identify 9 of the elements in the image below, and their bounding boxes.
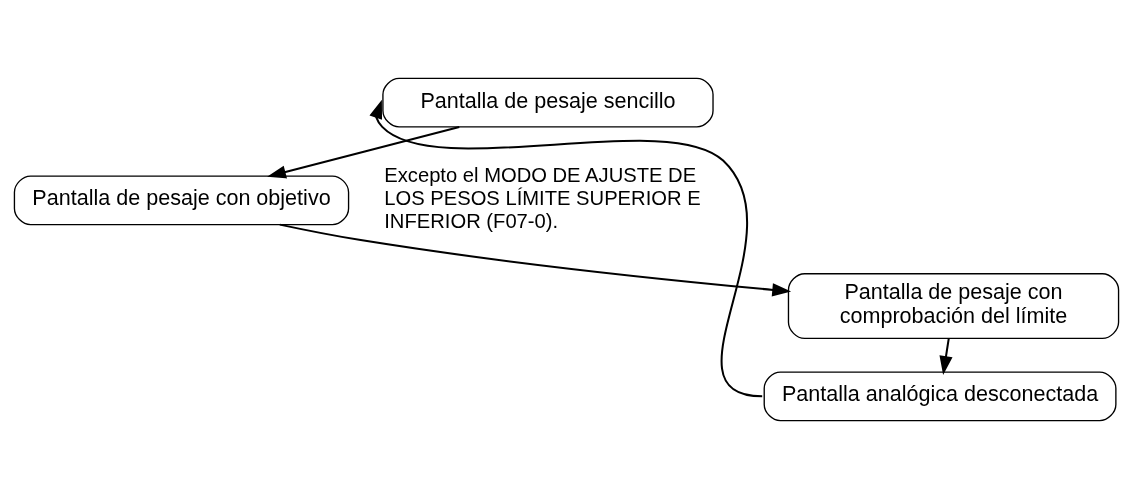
node-box: Pantalla analógica desconectada xyxy=(763,370,1117,421)
node-box: Pantalla de pesaje con objetivo xyxy=(13,174,350,225)
node-label: Excepto el MODO DE AJUSTE DE LOS PESOS LÍMITE SUPERIOR E INFERIOR (F07-0). xyxy=(384,163,701,232)
node-box: Pantalla de pesaje con comprobación del límite xyxy=(787,272,1120,339)
arrow xyxy=(279,223,792,296)
arrow xyxy=(939,337,953,375)
node-box: Pantalla de pesaje sencillo xyxy=(382,77,714,128)
arrow xyxy=(369,99,763,397)
arrow xyxy=(267,125,460,178)
